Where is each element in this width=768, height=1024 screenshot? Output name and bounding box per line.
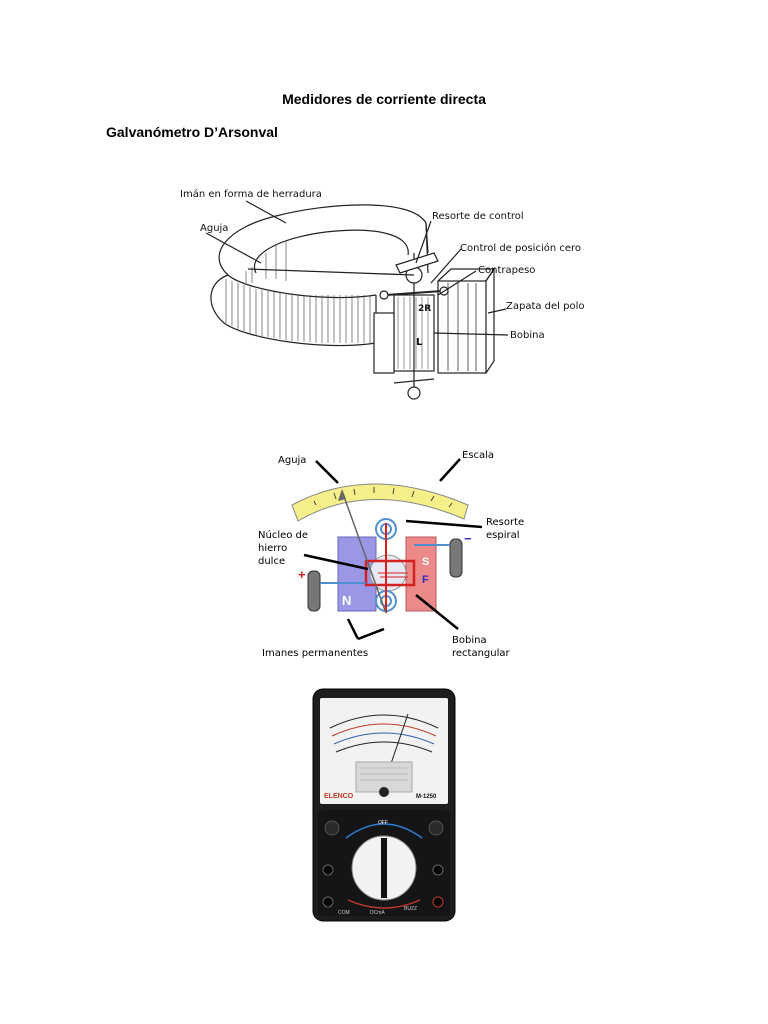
analog-multimeter: ELENCO M-1250 OFF COM DCmA BUZZ: [312, 688, 456, 922]
label-core-2: hierro: [258, 543, 287, 554]
label-needle: Aguja: [278, 455, 306, 466]
buzz-jack[interactable]: [433, 865, 443, 875]
coil-mark-side: L: [416, 337, 423, 348]
minus-sign: −: [464, 531, 472, 546]
force-f: F: [422, 574, 429, 586]
galvanometer-drawing: Imán en forma de herradura Aguja Resorte…: [176, 183, 592, 409]
needle: [248, 269, 414, 275]
com-label: COM: [338, 910, 350, 916]
section-heading: Galvanómetro D’Arsonval: [106, 124, 278, 140]
buzz-label: BUZZ: [404, 906, 417, 912]
page-title: Medidores de corriente directa: [0, 91, 768, 107]
label-magnet: Imán en forma de herradura: [180, 188, 322, 200]
pole-s: S: [422, 556, 429, 568]
com-jack[interactable]: [323, 897, 333, 907]
label-coil: Bobina: [510, 330, 545, 341]
label-counterweight: Contrapeso: [478, 265, 535, 276]
pole-n: N: [342, 593, 351, 608]
label-spring-2: espiral: [486, 530, 520, 541]
zero-adjust-knob[interactable]: [325, 821, 339, 835]
label-core-1: Núcleo de: [258, 529, 308, 541]
ohm-adjust-knob[interactable]: [429, 821, 443, 835]
positive-jack[interactable]: [433, 897, 443, 907]
label-spring-1: Resorte: [486, 517, 524, 528]
model-label: M-1250: [416, 794, 437, 800]
horseshoe-magnet: [219, 205, 428, 298]
plus-sign: +: [298, 567, 306, 582]
dcma-label: DCmA: [370, 910, 385, 916]
label-zero-control: Control de posición cero: [460, 242, 581, 254]
label-needle: Aguja: [200, 223, 228, 234]
scale: [292, 484, 468, 521]
label-scale: Escala: [462, 450, 494, 461]
right-terminal: [450, 539, 462, 577]
label-pole-shoe: Zapata del polo: [506, 301, 585, 312]
galvanometer-schematic: Aguja Escala Núcleo de hierro dulce Reso…: [258, 443, 528, 665]
off-label: OFF: [378, 820, 388, 826]
brand-label: ELENCO: [324, 793, 354, 800]
label-control-spring: Resorte de control: [432, 211, 524, 222]
label-core-3: dulce: [258, 556, 285, 567]
label-coil-1: Bobina: [452, 635, 487, 646]
label-coil-2: rectangular: [452, 648, 511, 659]
v10a-jack[interactable]: [323, 865, 333, 875]
left-terminal: [308, 571, 320, 611]
coil-mark-top: 2R: [418, 304, 431, 314]
label-magnets: Imanes permanentes: [262, 648, 368, 659]
